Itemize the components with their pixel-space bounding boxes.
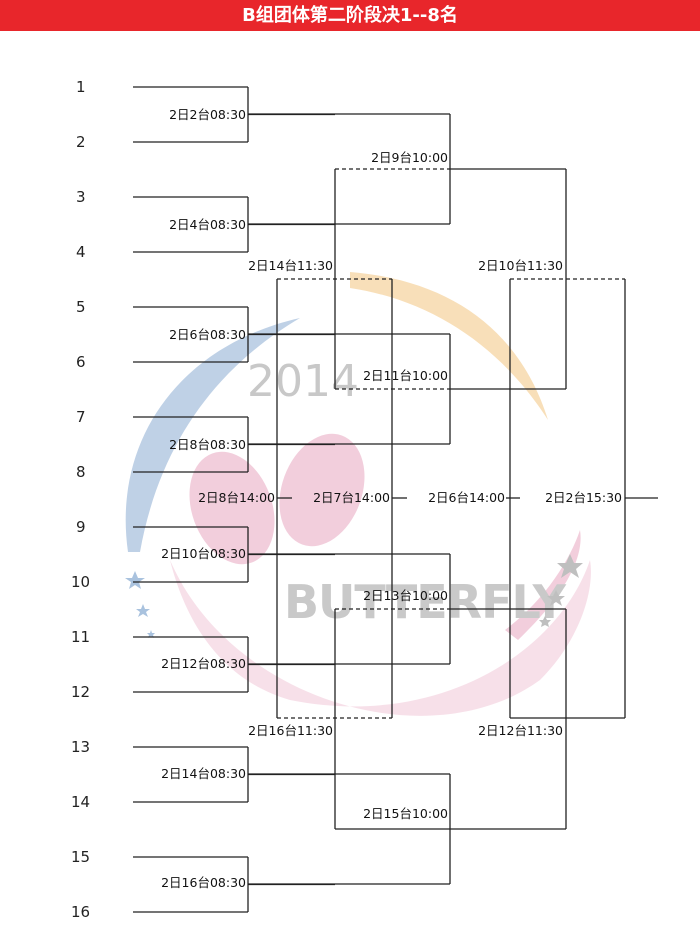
watermark-pink-arc xyxy=(170,560,591,716)
match-label-r2: 2日13台10:00 xyxy=(363,588,448,603)
match-label-r2: 2日15台10:00 xyxy=(363,806,448,821)
seed-number: 6 xyxy=(76,353,86,371)
match-label-6: 2日6台14:00 xyxy=(428,490,505,505)
seed-number: 2 xyxy=(76,133,86,151)
seed-number: 8 xyxy=(76,463,86,481)
match-label-semi-top: 2日10台11:30 xyxy=(478,258,563,273)
match-label-consolation-bottom: 2日16台11:30 xyxy=(248,723,333,738)
seed-number: 3 xyxy=(76,188,86,206)
match-label-r1: 2日4台08:30 xyxy=(169,217,246,232)
match-label-8: 2日8台14:00 xyxy=(198,490,275,505)
watermark-pink-blob-left xyxy=(189,451,275,565)
watermark-orange-swoosh xyxy=(350,272,548,420)
seed-number: 16 xyxy=(71,903,90,921)
seed-list: 1 2 3 4 5 6 7 8 9 10 11 12 13 14 15 16 xyxy=(71,78,90,921)
watermark-stars-left xyxy=(125,571,155,638)
match-label-r1: 2日8台08:30 xyxy=(169,437,246,452)
seed-number: 12 xyxy=(71,683,90,701)
star-icon xyxy=(147,630,155,638)
seed-number: 5 xyxy=(76,298,86,316)
match-label-r1: 2日14台08:30 xyxy=(161,766,246,781)
match-label-r1: 2日12台08:30 xyxy=(161,656,246,671)
seed-number: 13 xyxy=(71,738,90,756)
match-labels: 2日2台08:30 2日4台08:30 2日6台08:30 2日8台08:30 … xyxy=(161,107,622,890)
match-label-r2: 2日9台10:00 xyxy=(371,150,448,165)
watermark-pink-tail xyxy=(505,530,581,640)
match-label-r1: 2日6台08:30 xyxy=(169,327,246,342)
seed-number: 9 xyxy=(76,518,86,536)
seed-number: 15 xyxy=(71,848,90,866)
seed-number: 10 xyxy=(71,573,90,591)
seed-number: 4 xyxy=(76,243,86,261)
watermark-year: 2014 xyxy=(247,356,359,407)
watermark-pink-blob-right xyxy=(279,433,365,547)
match-label-final: 2日2台15:30 xyxy=(545,490,622,505)
watermark-brand: BUTTERFLY xyxy=(284,575,567,629)
watermark: 2014 BUTTERFLY xyxy=(125,272,591,716)
star-icon xyxy=(557,554,583,578)
seed-number: 14 xyxy=(71,793,90,811)
match-label-r2: 2日11台10:00 xyxy=(363,368,448,383)
match-label-r1: 2日2台08:30 xyxy=(169,107,246,122)
seed-number: 11 xyxy=(71,628,90,646)
bracket-lines xyxy=(133,86,658,913)
match-label-r1: 2日16台08:30 xyxy=(161,875,246,890)
seed-number: 1 xyxy=(76,78,86,96)
match-label-semi-bottom: 2日12台11:30 xyxy=(478,723,563,738)
watermark-blue-swoosh xyxy=(125,318,301,552)
page-title: B组团体第二阶段决1--8名 xyxy=(0,0,700,31)
star-icon xyxy=(547,590,565,606)
match-label-consolation-top: 2日14台11:30 xyxy=(248,258,333,273)
star-icon xyxy=(136,604,150,617)
match-label-r1: 2日10台08:30 xyxy=(161,546,246,561)
watermark-stars-right xyxy=(539,554,583,627)
match-label-7: 2日7台14:00 xyxy=(313,490,390,505)
star-icon xyxy=(125,571,145,589)
seed-number: 7 xyxy=(76,408,86,426)
star-icon xyxy=(539,616,551,627)
